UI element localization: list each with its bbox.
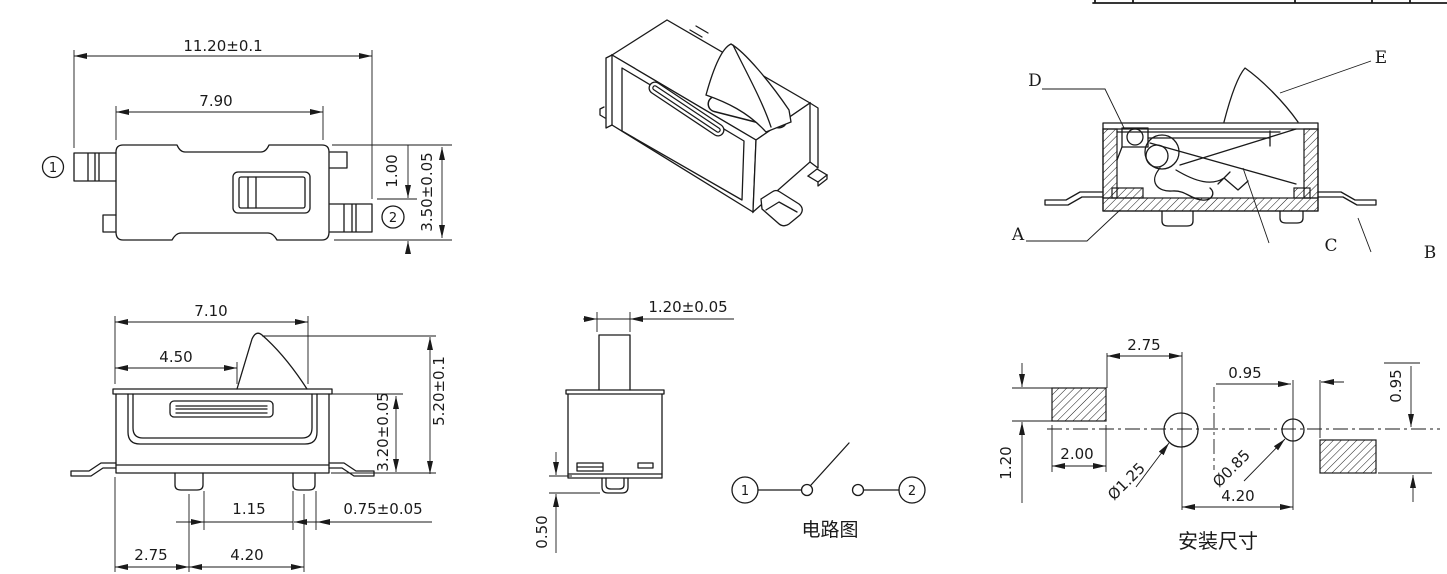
side-dimensions: 1.20±0.05 0.50 (533, 298, 734, 553)
section-housing (1102, 122, 1319, 212)
top-view: 1 2 11.20±0.1 7.90 1.00 3.50±0.05 (41, 37, 452, 254)
front-leads-feet (70, 462, 375, 491)
mounting-centerlines (1047, 387, 1440, 470)
section-internals (1116, 67, 1299, 201)
dim-body-width: 7.90 (199, 92, 232, 110)
circuit-diagram: 1 2 电路图 (731, 442, 926, 541)
pin1-balloon: 1 (41, 155, 65, 179)
dim-terminal-offset: 1.00 (383, 154, 401, 187)
circuit-caption: 电路图 (801, 519, 858, 541)
dim-pad-width: 2.00 (1060, 445, 1093, 463)
isometric-view (599, 19, 829, 227)
dim-lever-offset: 4.50 (159, 348, 192, 366)
dim-lead-length: 0.75±0.05 (343, 500, 422, 518)
circuit-pin2: 2 (908, 484, 916, 499)
front-view: 7.10 4.50 5.20±0.1 3.20±0.05 1.15 0.75±0… (70, 302, 448, 572)
label-c: C (1324, 236, 1337, 256)
dim-hole-large-label: Ø1.25 (1104, 459, 1149, 504)
front-dimensions: 7.10 4.50 5.20±0.1 3.20±0.05 1.15 0.75±0… (114, 302, 448, 572)
dim-hole-to-pad: 0.95 (1228, 364, 1261, 382)
mounting-view: 2.75 0.95 0.95 1.20 2.00 Ø1.25 Ø0.85 4.2… (997, 336, 1440, 553)
mounting-pads (1051, 387, 1377, 474)
mounting-caption: 安装尺寸 (1178, 529, 1258, 553)
mounting-dimensions: 2.75 0.95 0.95 1.20 2.00 Ø1.25 Ø0.85 4.2… (997, 336, 1432, 510)
top-view-body (115, 144, 330, 241)
dim-total-height: 5.20±0.1 (430, 356, 448, 426)
label-e: E (1375, 48, 1387, 68)
label-b: B (1424, 243, 1437, 263)
dim-pad-offset: 0.95 (1387, 369, 1405, 402)
dim-foot-gap: 1.15 (232, 500, 265, 518)
dim-stem-width: 1.20±0.05 (648, 298, 727, 316)
dim-standoff: 0.50 (533, 515, 551, 548)
front-body (112, 332, 333, 474)
dim-body-height: 3.50±0.05 (418, 152, 436, 231)
top-view-terminal-2 (329, 151, 373, 233)
dim-overall-width: 11.20±0.1 (183, 37, 262, 55)
hole-large (1163, 412, 1199, 448)
dim-hole-pitch: 4.20 (1221, 487, 1254, 505)
label-a: A (1011, 225, 1025, 245)
section-view: D E A C B (1011, 48, 1436, 263)
circuit-pin1: 1 (741, 484, 749, 499)
dim-left-foot: 2.75 (134, 546, 167, 564)
top-view-dimensions: 11.20±0.1 7.90 1.00 3.50±0.05 (73, 37, 452, 254)
section-leads-feet (1044, 191, 1377, 227)
side-view: 1.20±0.05 0.50 (533, 298, 734, 553)
dim-pad-height: 1.20 (997, 446, 1015, 479)
dim-foot-pitch: 4.20 (230, 546, 263, 564)
dim-body-height: 3.20±0.05 (374, 392, 392, 471)
section-leaders: D E A C B (1011, 48, 1436, 263)
pin2-balloon: 2 (381, 205, 405, 229)
pin2-number: 2 (389, 211, 397, 226)
side-body (565, 334, 665, 494)
pin1-number: 1 (49, 161, 57, 176)
dim-pad-to-hole: 2.75 (1127, 336, 1160, 354)
label-d: D (1028, 71, 1042, 91)
table-fragment (1092, 0, 1447, 4)
top-view-terminal-1 (73, 152, 117, 233)
dim-hole-small-label: Ø0.85 (1209, 446, 1254, 491)
dim-top-width: 7.10 (194, 302, 227, 320)
